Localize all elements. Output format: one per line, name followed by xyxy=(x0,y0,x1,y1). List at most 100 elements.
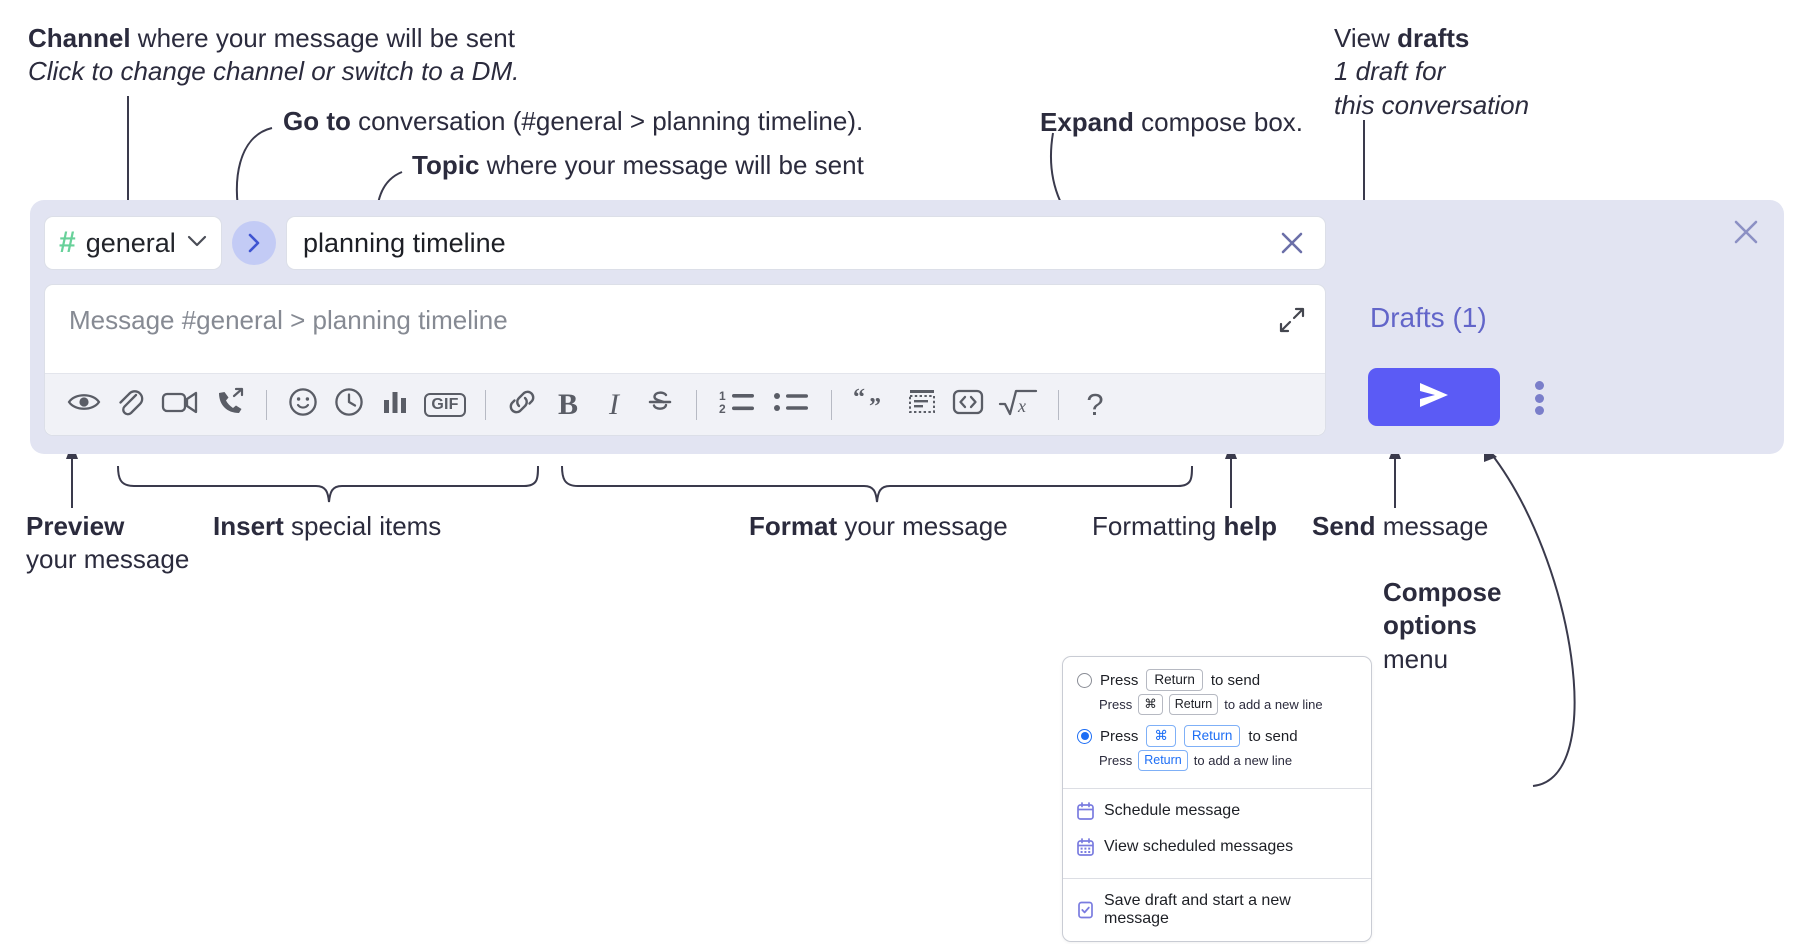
drafts-link[interactable]: Drafts (1) xyxy=(1370,302,1487,333)
channel-selector[interactable]: # general xyxy=(44,216,222,270)
huddle-button[interactable] xyxy=(207,382,253,428)
paperclip-icon xyxy=(116,387,144,422)
bold-button[interactable]: B xyxy=(545,382,591,428)
menu-section-draft: Save draft and start a new message xyxy=(1063,879,1371,941)
code-block-button[interactable] xyxy=(945,382,991,428)
goto-conversation-button[interactable] xyxy=(232,221,276,265)
strikethrough-button[interactable] xyxy=(637,382,683,428)
callout-preview-rest: your message xyxy=(26,544,190,575)
phone-forward-icon xyxy=(215,387,245,422)
svg-text:2: 2 xyxy=(719,402,726,416)
emoji-button[interactable] xyxy=(280,382,326,428)
italic-button[interactable]: I xyxy=(591,382,637,428)
bulleted-list-button[interactable] xyxy=(764,382,818,428)
callout-help: Formatting help xyxy=(1092,510,1277,543)
menu-option-return-to-send[interactable]: Press Return to send xyxy=(1063,667,1371,692)
chevron-down-icon xyxy=(187,233,207,253)
callout-format: Format your message xyxy=(749,510,1008,543)
kebab-dot-2 xyxy=(1534,393,1544,403)
callout-help-bold: help xyxy=(1223,511,1277,541)
more-options-icon[interactable] xyxy=(1526,378,1552,418)
menu-item-label: Save draft and start a new message xyxy=(1104,892,1291,928)
callout-expand-rest: compose box. xyxy=(1133,107,1304,137)
callout-drafts-italic1: 1 draft for xyxy=(1334,56,1446,87)
option1-press: Press xyxy=(1100,671,1139,689)
expand-icon[interactable] xyxy=(1279,307,1305,338)
callout-compose-options: Compose options menu xyxy=(1383,576,1501,676)
menu-option1-subtext: Press ⌘ Return to add a new line xyxy=(1063,691,1371,723)
callout-channel-rest: where your message will be sent xyxy=(130,23,515,53)
toolbar-divider-4 xyxy=(831,389,832,420)
attach-file-button[interactable] xyxy=(107,382,153,428)
calendar-grid-icon xyxy=(1077,838,1094,857)
menu-option-cmd-return-to-send[interactable]: Press ⌘ Return to send xyxy=(1063,723,1371,748)
radio-icon-selected[interactable] xyxy=(1077,728,1092,744)
callout-drafts-italic2: this conversation xyxy=(1334,89,1530,120)
callout-insert-rest: special items xyxy=(283,511,442,541)
blockquote-button[interactable]: “ ” xyxy=(845,382,899,428)
callout-channel-bold: Channel xyxy=(28,23,131,53)
link-icon xyxy=(506,387,538,422)
key-command: ⌘ xyxy=(1138,694,1163,716)
toolbar-divider-3 xyxy=(696,389,697,420)
svg-text:“: “ xyxy=(853,388,865,411)
callout-send: Send message xyxy=(1312,510,1488,543)
menu-item-schedule-message[interactable]: Schedule message xyxy=(1063,793,1371,829)
callout-compose-bold2: options xyxy=(1383,610,1477,641)
callout-preview: Preview your message xyxy=(26,510,189,577)
close-icon[interactable] xyxy=(1730,216,1762,253)
emoji-icon xyxy=(288,387,318,422)
menu-option2-subtext: Press Return to add a new line xyxy=(1063,747,1371,779)
formatting-toolbar: GIF B I xyxy=(45,373,1325,435)
option2-press: Press xyxy=(1100,727,1139,745)
bold-icon: B xyxy=(557,387,578,421)
key-return-2: Return xyxy=(1168,694,1219,716)
message-placeholder: Message #general > planning timeline xyxy=(69,305,508,335)
preview-button[interactable] xyxy=(61,382,107,428)
menu-divider-1 xyxy=(1063,788,1371,790)
italic-icon: I xyxy=(609,387,619,421)
callout-compose-rest: menu xyxy=(1383,643,1449,674)
gif-button[interactable]: GIF xyxy=(418,382,472,428)
math-button[interactable]: x xyxy=(991,382,1045,428)
message-input-box[interactable]: Message #general > planning timeline xyxy=(44,284,1326,436)
calendar-icon xyxy=(1077,802,1094,821)
code-button[interactable] xyxy=(899,382,945,428)
topic-input[interactable]: planning timeline xyxy=(286,216,1326,270)
gif-icon: GIF xyxy=(424,392,466,417)
menu-item-save-draft[interactable]: Save draft and start a new message xyxy=(1063,883,1371,937)
formatting-help-button[interactable]: ? xyxy=(1072,382,1118,428)
poll-button[interactable] xyxy=(372,382,418,428)
send-button[interactable] xyxy=(1368,368,1500,426)
menu-item-view-scheduled-messages[interactable]: View scheduled messages xyxy=(1063,829,1371,865)
callout-expand-bold: Expand xyxy=(1040,107,1134,137)
callout-topic-rest: where your message will be sent xyxy=(479,150,864,180)
menu-divider-2 xyxy=(1063,878,1371,880)
close-icon[interactable] xyxy=(1277,228,1311,258)
radio-icon-unselected[interactable] xyxy=(1077,672,1092,688)
clock-icon xyxy=(334,387,364,422)
menu-item-label: Schedule message xyxy=(1104,802,1241,820)
option2-sub-press: Press xyxy=(1099,753,1133,769)
math-icon: x xyxy=(998,387,1038,422)
callout-drafts: View drafts 1 draft for this conversatio… xyxy=(1334,22,1529,122)
callout-compose-bold1: Compose xyxy=(1383,577,1502,607)
key-return: Return xyxy=(1146,669,1203,692)
schedule-send-button[interactable] xyxy=(326,382,372,428)
option2-tail: to send xyxy=(1248,727,1298,745)
key-return-3: Return xyxy=(1183,725,1241,748)
kebab-dot-3 xyxy=(1534,406,1544,415)
svg-text:x: x xyxy=(1017,396,1026,416)
video-clip-button[interactable] xyxy=(153,382,207,428)
strikethrough-icon xyxy=(646,387,674,422)
callout-goto-bold: Go to xyxy=(283,106,351,136)
compose-topbar: # general planning timeline xyxy=(44,214,1326,272)
compose-options-menu: Press Return to send Press ⌘ Return to a… xyxy=(1062,656,1372,943)
callout-help-plain: Formatting xyxy=(1092,511,1224,541)
callout-preview-bold: Preview xyxy=(26,511,125,541)
link-button[interactable] xyxy=(499,382,545,428)
callout-format-bold: Format xyxy=(749,511,838,541)
compose-main: # general planning timeline xyxy=(30,200,1340,454)
